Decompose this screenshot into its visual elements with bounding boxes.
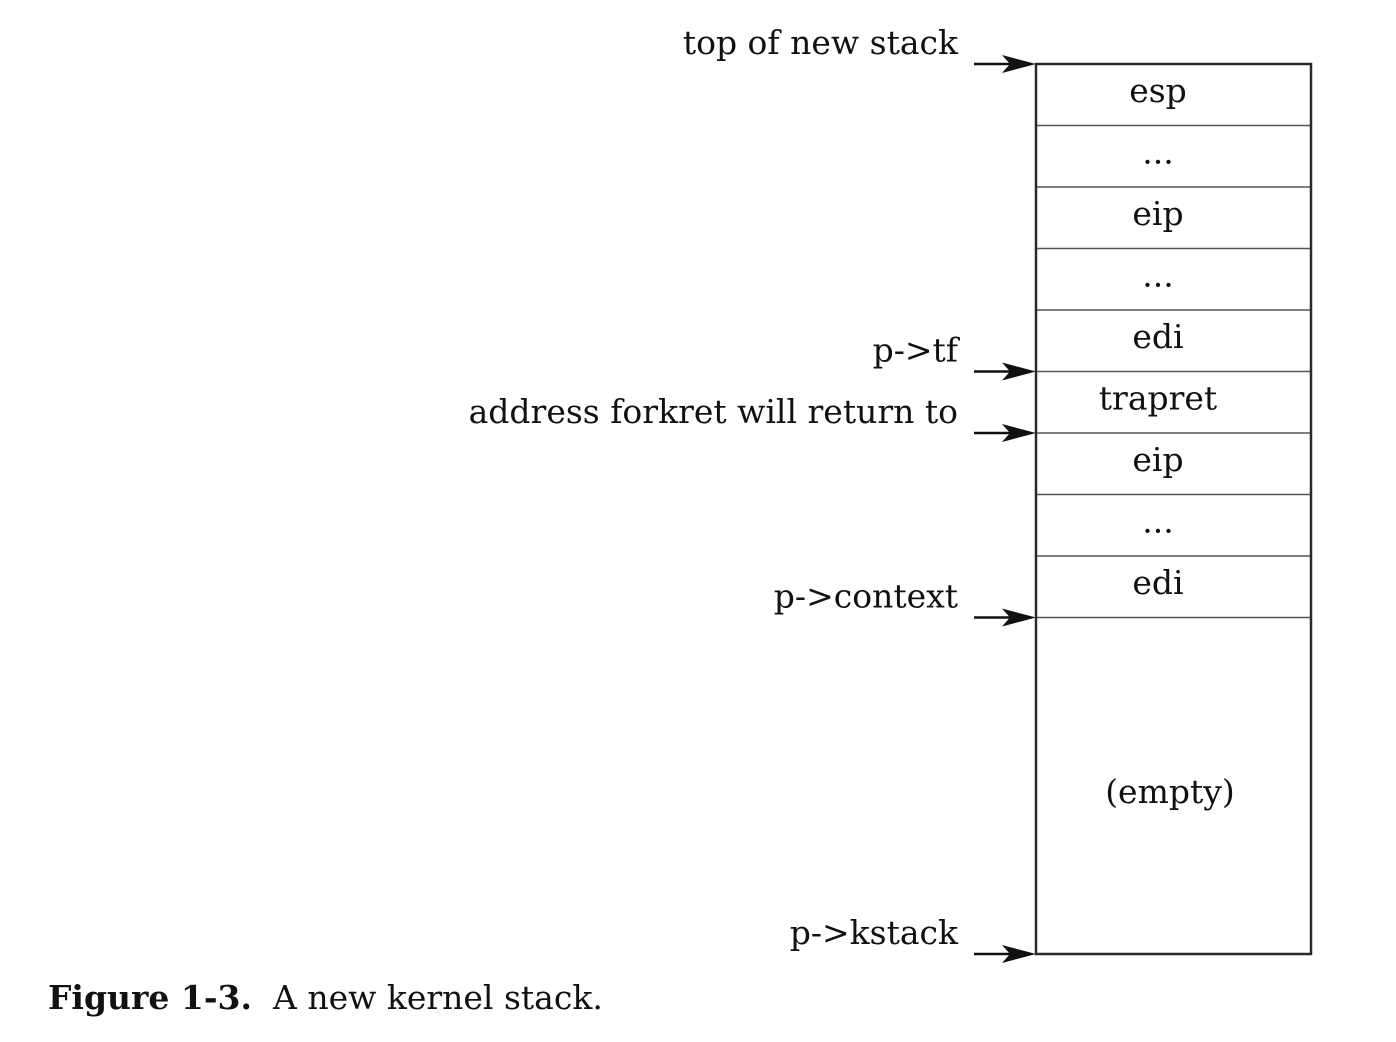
arrow-head-icon bbox=[1002, 608, 1036, 627]
empty-region-label: (empty) bbox=[1105, 772, 1235, 811]
pointer-arrow: address forkret will return to bbox=[469, 392, 1036, 442]
arrow-head-icon bbox=[1002, 55, 1036, 73]
stack-cell-label: esp bbox=[1129, 71, 1187, 110]
figure-caption-text: A new kernel stack. bbox=[273, 978, 603, 1017]
stack-cell-label: edi bbox=[1132, 317, 1183, 356]
pointer-arrow: p->tf bbox=[873, 331, 1036, 381]
pointer-label: address forkret will return to bbox=[469, 392, 958, 431]
stack-pointers: top of new stack p->tf address forkret wil… bbox=[469, 23, 1036, 963]
stack-cell-label: trapret bbox=[1099, 379, 1217, 418]
stack-cell-label: eip bbox=[1132, 194, 1183, 233]
stack-cell-label: ... bbox=[1142, 256, 1173, 295]
pointer-arrow: p->context bbox=[774, 577, 1036, 627]
stack-frame bbox=[1034, 62, 1313, 956]
pointer-label: p->tf bbox=[873, 331, 961, 370]
pointer-label: top of new stack bbox=[683, 23, 959, 62]
arrow-head-icon bbox=[1002, 945, 1036, 963]
figure-label: Figure 1-3. bbox=[48, 978, 253, 1017]
stack-cell-label: edi bbox=[1132, 563, 1183, 602]
stack-cells: esp... eip... edi trapret eip... edi bbox=[1099, 71, 1217, 602]
figure-caption: Figure 1-3. A new kernel stack. bbox=[48, 978, 603, 1017]
pointer-label: p->kstack bbox=[790, 913, 959, 952]
stack-cell-label: ... bbox=[1142, 502, 1173, 541]
arrow-head-icon bbox=[1002, 362, 1036, 381]
pointer-arrow: top of new stack bbox=[683, 23, 1036, 73]
stack-cell-label: eip bbox=[1132, 440, 1183, 479]
pointer-label: p->context bbox=[774, 577, 958, 616]
arrow-head-icon bbox=[1002, 424, 1036, 442]
stack-dividers bbox=[1036, 124, 1311, 619]
stack-cell-label: ... bbox=[1142, 133, 1173, 172]
pointer-arrow: p->kstack bbox=[790, 913, 1036, 963]
